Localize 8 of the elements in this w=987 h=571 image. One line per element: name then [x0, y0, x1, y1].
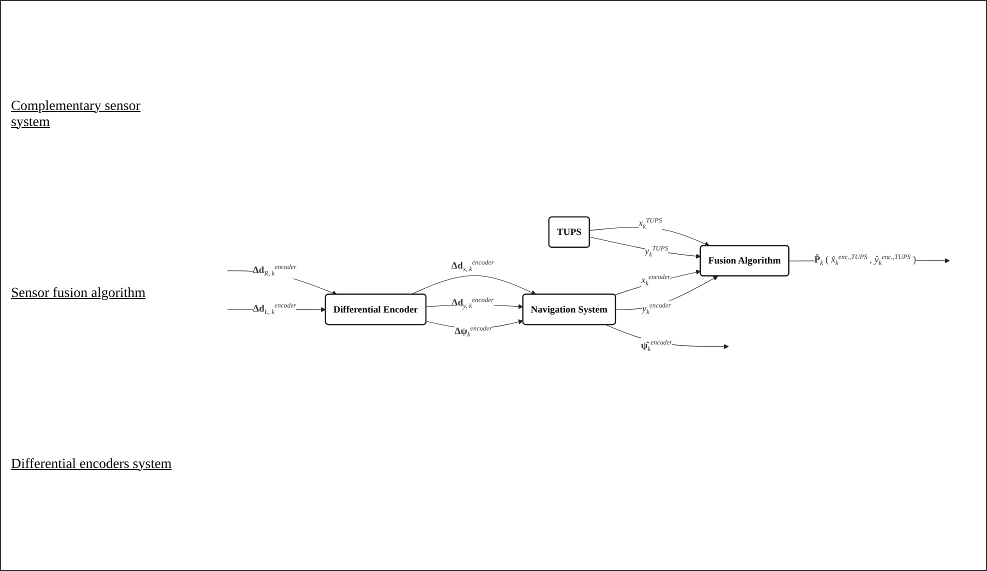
- arrow: [410, 276, 536, 296]
- arrow: [589, 227, 710, 246]
- section-label: Differential encoders system: [11, 456, 173, 472]
- arrow: [614, 270, 701, 296]
- arrow: [589, 236, 701, 259]
- section-label: Sensor fusion algorithm: [11, 286, 147, 302]
- edge-label: P̂$_{k}$ ( x̂$_{k}$$^{enc.,TUPS}$ , ŷ$_{k}$$^{enc.,TUPS}$ ): [814, 252, 916, 267]
- section-label: Complementary sensor system: [11, 98, 142, 130]
